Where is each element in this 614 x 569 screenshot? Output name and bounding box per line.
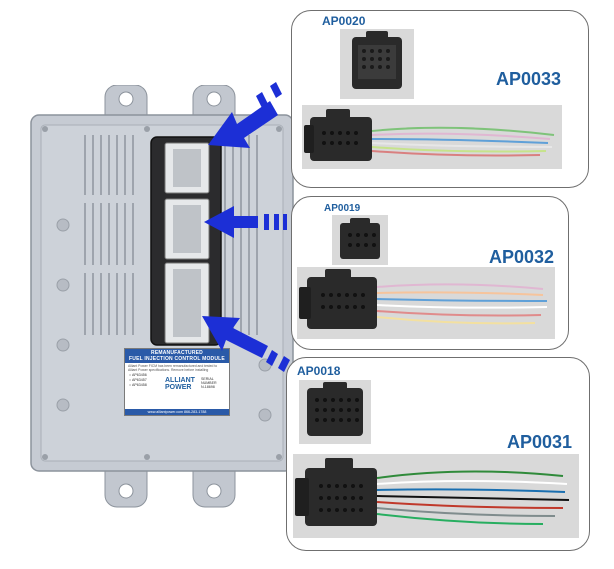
harness-code-3: AP0031 xyxy=(507,432,573,452)
label-option-3-text: AP63458 xyxy=(131,383,147,387)
arrow-to-panel-2 xyxy=(204,206,287,238)
label-title-line-2: FUEL INJECTION CONTROL MODULE xyxy=(129,356,225,362)
connector-code-3: AP0018 xyxy=(297,364,341,378)
label-option-1-text: AP63456 xyxy=(131,373,147,377)
harness-code-1: AP0033 xyxy=(496,69,562,89)
label-footer: www.alliantpower.com 866-283-1788 xyxy=(125,409,229,415)
module-label: REMANUFACTURED FUEL INJECTION CONTROL MO… xyxy=(124,348,230,416)
socket-bottom xyxy=(164,262,210,344)
connector-panel-1: AP0020 AP0033 xyxy=(291,10,589,188)
connector-photo-2 xyxy=(332,215,388,265)
harness-code-2: AP0032 xyxy=(489,247,555,267)
connector-icon xyxy=(352,31,402,89)
arrow-to-panel-3 xyxy=(202,316,290,372)
connector-icon xyxy=(340,218,380,259)
connector-photo-1 xyxy=(340,29,414,99)
connector-code-2: AP0019 xyxy=(324,203,361,214)
label-serial-label-1: SERIAL xyxy=(201,377,214,381)
label-description: Alliant Power FICM has been remanufactur… xyxy=(125,363,229,373)
label-serial-value: N-18698 xyxy=(201,385,215,389)
harness-photo-3 xyxy=(293,454,579,538)
label-serial-label-2: NUMBER xyxy=(201,381,217,385)
socket-middle xyxy=(164,198,210,260)
label-brand-line-2: POWER xyxy=(165,384,192,391)
arrow-to-panel-1 xyxy=(208,82,282,148)
connector-panel-3: AP0018 AP0031 xyxy=(286,357,590,551)
label-option-2: ○ AP63457 xyxy=(129,378,147,382)
connector-photo-3 xyxy=(299,380,371,444)
harness-icon xyxy=(295,458,570,526)
label-line-3: Remove before installing xyxy=(170,368,209,372)
label-brand-line-1: ALLIANT xyxy=(165,377,195,384)
label-line-1: Alliant Power FICM has been remanufactur… xyxy=(128,364,214,368)
label-option-1: ○ AP63456 xyxy=(129,373,147,377)
label-line-2: to Alliant Power specifications. xyxy=(128,364,218,372)
ficm-module: REMANUFACTURED FUEL INJECTION CONTROL MO… xyxy=(25,84,300,515)
label-title-line-1: REMANUFACTURED xyxy=(151,350,203,356)
harness-icon xyxy=(304,109,555,161)
label-option-3: ○ AP63458 xyxy=(129,383,147,387)
socket-top xyxy=(164,142,210,194)
harness-icon xyxy=(299,269,548,329)
harness-photo-2 xyxy=(297,267,555,339)
label-serial: SERIAL NUMBER N-18698 xyxy=(201,377,217,389)
label-option-2-text: AP63457 xyxy=(131,378,147,382)
label-brand: ALLIANT POWER xyxy=(165,377,195,391)
connector-panel-2: AP0019 AP0032 xyxy=(291,196,569,350)
connector-code-1: AP0020 xyxy=(322,14,366,28)
label-title: REMANUFACTURED FUEL INJECTION CONTROL MO… xyxy=(125,349,229,363)
harness-photo-1 xyxy=(302,105,562,169)
connector-icon xyxy=(307,382,363,436)
